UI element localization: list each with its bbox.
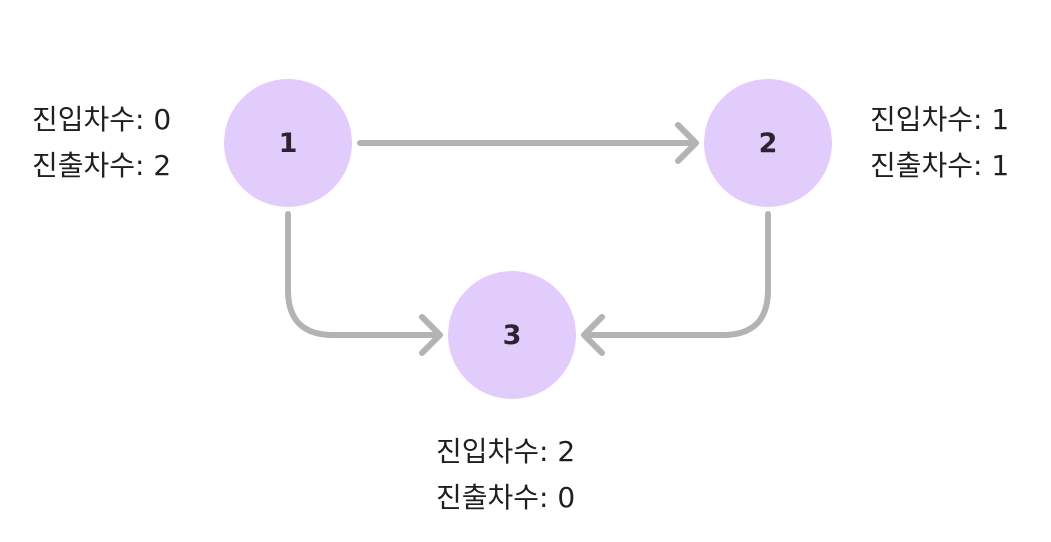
node-2: 2 (704, 79, 832, 207)
node-1-in-degree: 진입차수: 0 (32, 103, 172, 136)
edge-1-to-2-arrowhead (675, 122, 699, 164)
node-1-label: 1 (278, 127, 298, 159)
node-2-label: 2 (758, 127, 778, 159)
node-1-out-degree: 진출차수: 2 (32, 149, 172, 182)
node-2-in-degree: 진입차수: 1 (870, 103, 1010, 136)
edge-1-to-3 (285, 211, 441, 338)
edge-1-to-3-arrowhead (419, 314, 443, 356)
edge-2-to-3-arrowhead (581, 314, 605, 356)
node-3-label: 3 (502, 319, 522, 351)
edge-2-to-3 (583, 211, 771, 338)
node-2-degree-labels: 진입차수: 1 진출차수: 1 (870, 97, 1009, 189)
node-1: 1 (224, 79, 352, 207)
node-3-in-degree: 진입차수: 2 (436, 435, 576, 468)
node-1-degree-labels: 진입차수: 0 진출차수: 2 (32, 97, 171, 189)
node-3: 3 (448, 271, 576, 399)
node-3-degree-labels: 진입차수: 2 진출차수: 0 (436, 429, 575, 521)
node-2-out-degree: 진출차수: 1 (870, 149, 1010, 182)
node-3-out-degree: 진출차수: 0 (436, 481, 576, 514)
